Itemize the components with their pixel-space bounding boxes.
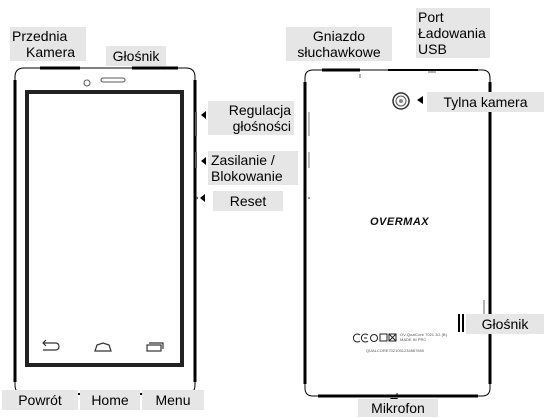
label-headphone-jack-line2: słuchawkowe	[297, 44, 381, 60]
front-speaker-grille	[100, 77, 126, 83]
label-headphone-jack-line1: Gniazdo	[312, 28, 366, 44]
label-power-lock-line2: Blokowanie	[211, 168, 283, 184]
label-home: Home	[80, 390, 140, 410]
label-volume-line2: głośności	[232, 118, 291, 134]
label-power-lock: Zasilanie / Blokowanie	[208, 151, 298, 185]
label-volume: Regulacja głośności	[208, 101, 294, 135]
speaker-marker-bar	[462, 314, 464, 332]
arrow-triangle-icon	[201, 111, 206, 119]
arrow-triangle-icon	[417, 96, 423, 104]
label-headphone-jack: Gniazdo słuchawkowe	[286, 27, 392, 61]
screen	[25, 90, 184, 367]
back-reset-mark	[308, 197, 310, 199]
recent-apps-icon	[146, 342, 164, 352]
label-front-camera-line2: Kamera	[26, 44, 76, 60]
microphone-hole	[396, 393, 398, 395]
fine-print-line3: QUALCORE7021001234567890	[366, 348, 425, 353]
arrow-triangle-icon	[201, 157, 206, 165]
home-icon	[94, 342, 112, 352]
front-camera-dot	[83, 79, 91, 87]
label-front-camera: Przednia Kamera	[10, 27, 86, 61]
ce-mark-icon	[352, 333, 397, 343]
label-usb-port: Port Ładowania USB	[416, 8, 490, 58]
camera-lens-icon	[392, 92, 410, 110]
label-power-lock-line1: Zasilanie /	[211, 152, 275, 168]
reset-hole	[195, 196, 199, 200]
label-microphone: Mikrofon	[358, 399, 438, 417]
label-speaker-top: Głośnik	[106, 46, 166, 66]
label-volume-line1: Regulacja	[228, 102, 291, 118]
arrow-triangle-icon	[200, 194, 205, 202]
label-menu: Menu	[142, 390, 204, 410]
tablet-front	[13, 66, 199, 395]
label-front-camera-line1: Przednia	[12, 28, 68, 44]
label-rear-camera: Tylna kamera	[427, 92, 544, 112]
tablet-back	[303, 68, 492, 398]
fine-print-line1: OV-QualCore 7021 3G (B)	[400, 332, 447, 337]
label-usb-port-line2: Ładowania	[418, 25, 486, 41]
fine-print-line2: MADE IN PRC	[400, 337, 427, 342]
label-speaker-back: Głośnik	[466, 314, 544, 334]
tablet-back-body	[304, 69, 491, 397]
label-back: Powrót	[2, 390, 78, 410]
label-usb-port-line1: Port	[418, 9, 444, 25]
brand-logo: OVERMAX	[370, 216, 430, 228]
label-reset: Reset	[213, 191, 283, 211]
speaker-marker-bar	[458, 314, 460, 332]
back-arrow-icon	[42, 339, 60, 351]
label-usb-port-line3: USB	[418, 41, 447, 57]
